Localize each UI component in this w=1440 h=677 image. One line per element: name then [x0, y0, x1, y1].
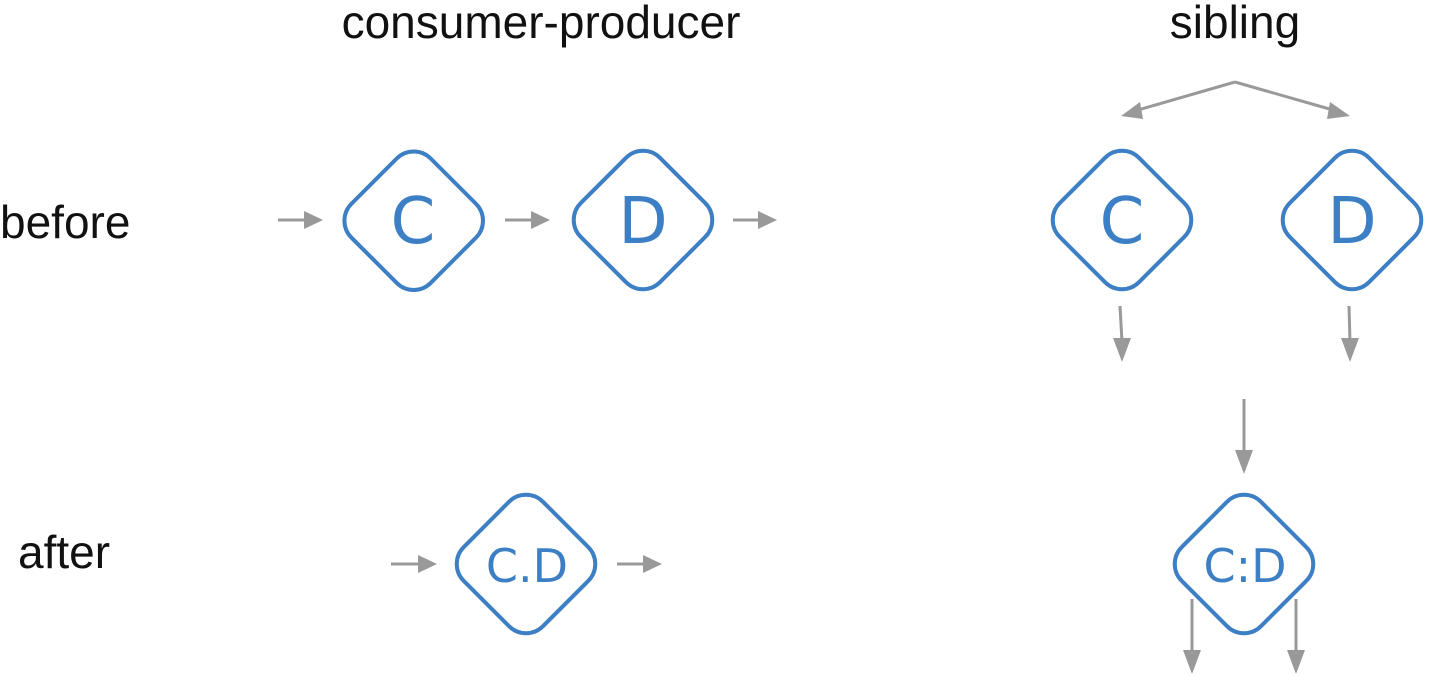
edge-d-output-sibling: [1341, 305, 1359, 362]
edge-shared-input-to-c: [1121, 80, 1236, 119]
node-label: C:D: [1203, 539, 1286, 593]
edge-c-to-d: [505, 211, 550, 229]
column-heading-consumer-producer: consumer-producer: [342, 0, 741, 48]
node-c-dot-d: C.D: [454, 492, 598, 636]
edge-input-to-c: [278, 211, 323, 229]
edge-cd-output: [617, 555, 662, 573]
node-label: C: [391, 185, 436, 259]
node-c: C: [342, 149, 485, 292]
node-label: D: [1327, 185, 1376, 259]
node-label: D: [618, 185, 667, 259]
node-c-sibling: C: [1050, 148, 1194, 292]
edge-d-output: [733, 211, 777, 229]
edge-input-to-cd: [391, 555, 437, 573]
node-label: C: [1100, 185, 1145, 259]
node-label: C.D: [486, 539, 568, 593]
row-heading-after: after: [18, 526, 110, 578]
edge-shared-input-to-d: [1234, 80, 1350, 119]
node-c-colon-d: C:D: [1172, 492, 1316, 636]
edge-input-to-c-colon-d: [1235, 399, 1253, 474]
edge-c-colon-d-output-left: [1183, 599, 1201, 674]
node-d-sibling: D: [1280, 148, 1424, 292]
node-d: D: [571, 148, 715, 292]
column-heading-sibling: sibling: [1170, 0, 1300, 48]
edge-c-colon-d-output-right: [1287, 599, 1305, 674]
row-heading-before: before: [0, 196, 130, 248]
edge-c-output: [1113, 305, 1131, 362]
